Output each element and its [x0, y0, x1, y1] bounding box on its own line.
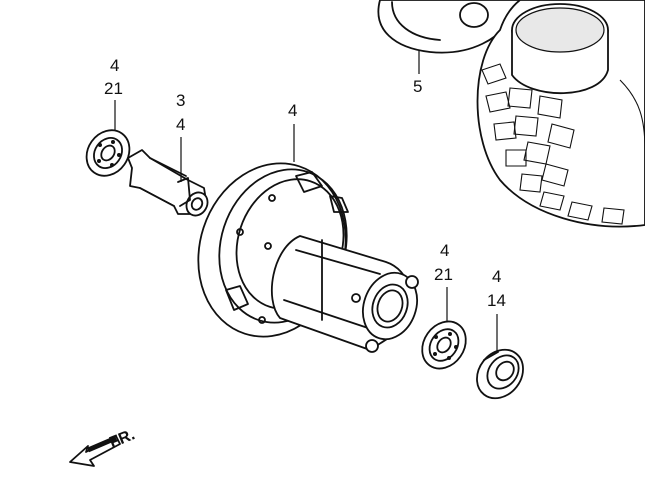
label-bearing-right-a: 4 [440, 241, 449, 260]
front-direction-arrow-icon [69, 435, 121, 467]
bearing-right [421, 320, 467, 370]
label-seal-b: 14 [487, 291, 506, 310]
dust-seal [476, 348, 524, 400]
wheel-hub [197, 162, 419, 353]
label-spacer-a: 3 [176, 91, 185, 110]
label-bearing-left-b: 21 [104, 79, 123, 98]
label-bearing-right-b: 21 [434, 265, 453, 284]
bearing-left [85, 129, 131, 177]
label-tire: 5 [413, 77, 422, 96]
tire [377, 0, 645, 228]
label-bearing-left-a: 4 [110, 56, 119, 75]
label-spacer-b: 4 [176, 115, 185, 134]
label-seal-a: 4 [492, 267, 501, 286]
spacer [127, 149, 209, 217]
label-hub: 4 [288, 101, 297, 120]
front-direction-label: FR. [107, 426, 137, 451]
